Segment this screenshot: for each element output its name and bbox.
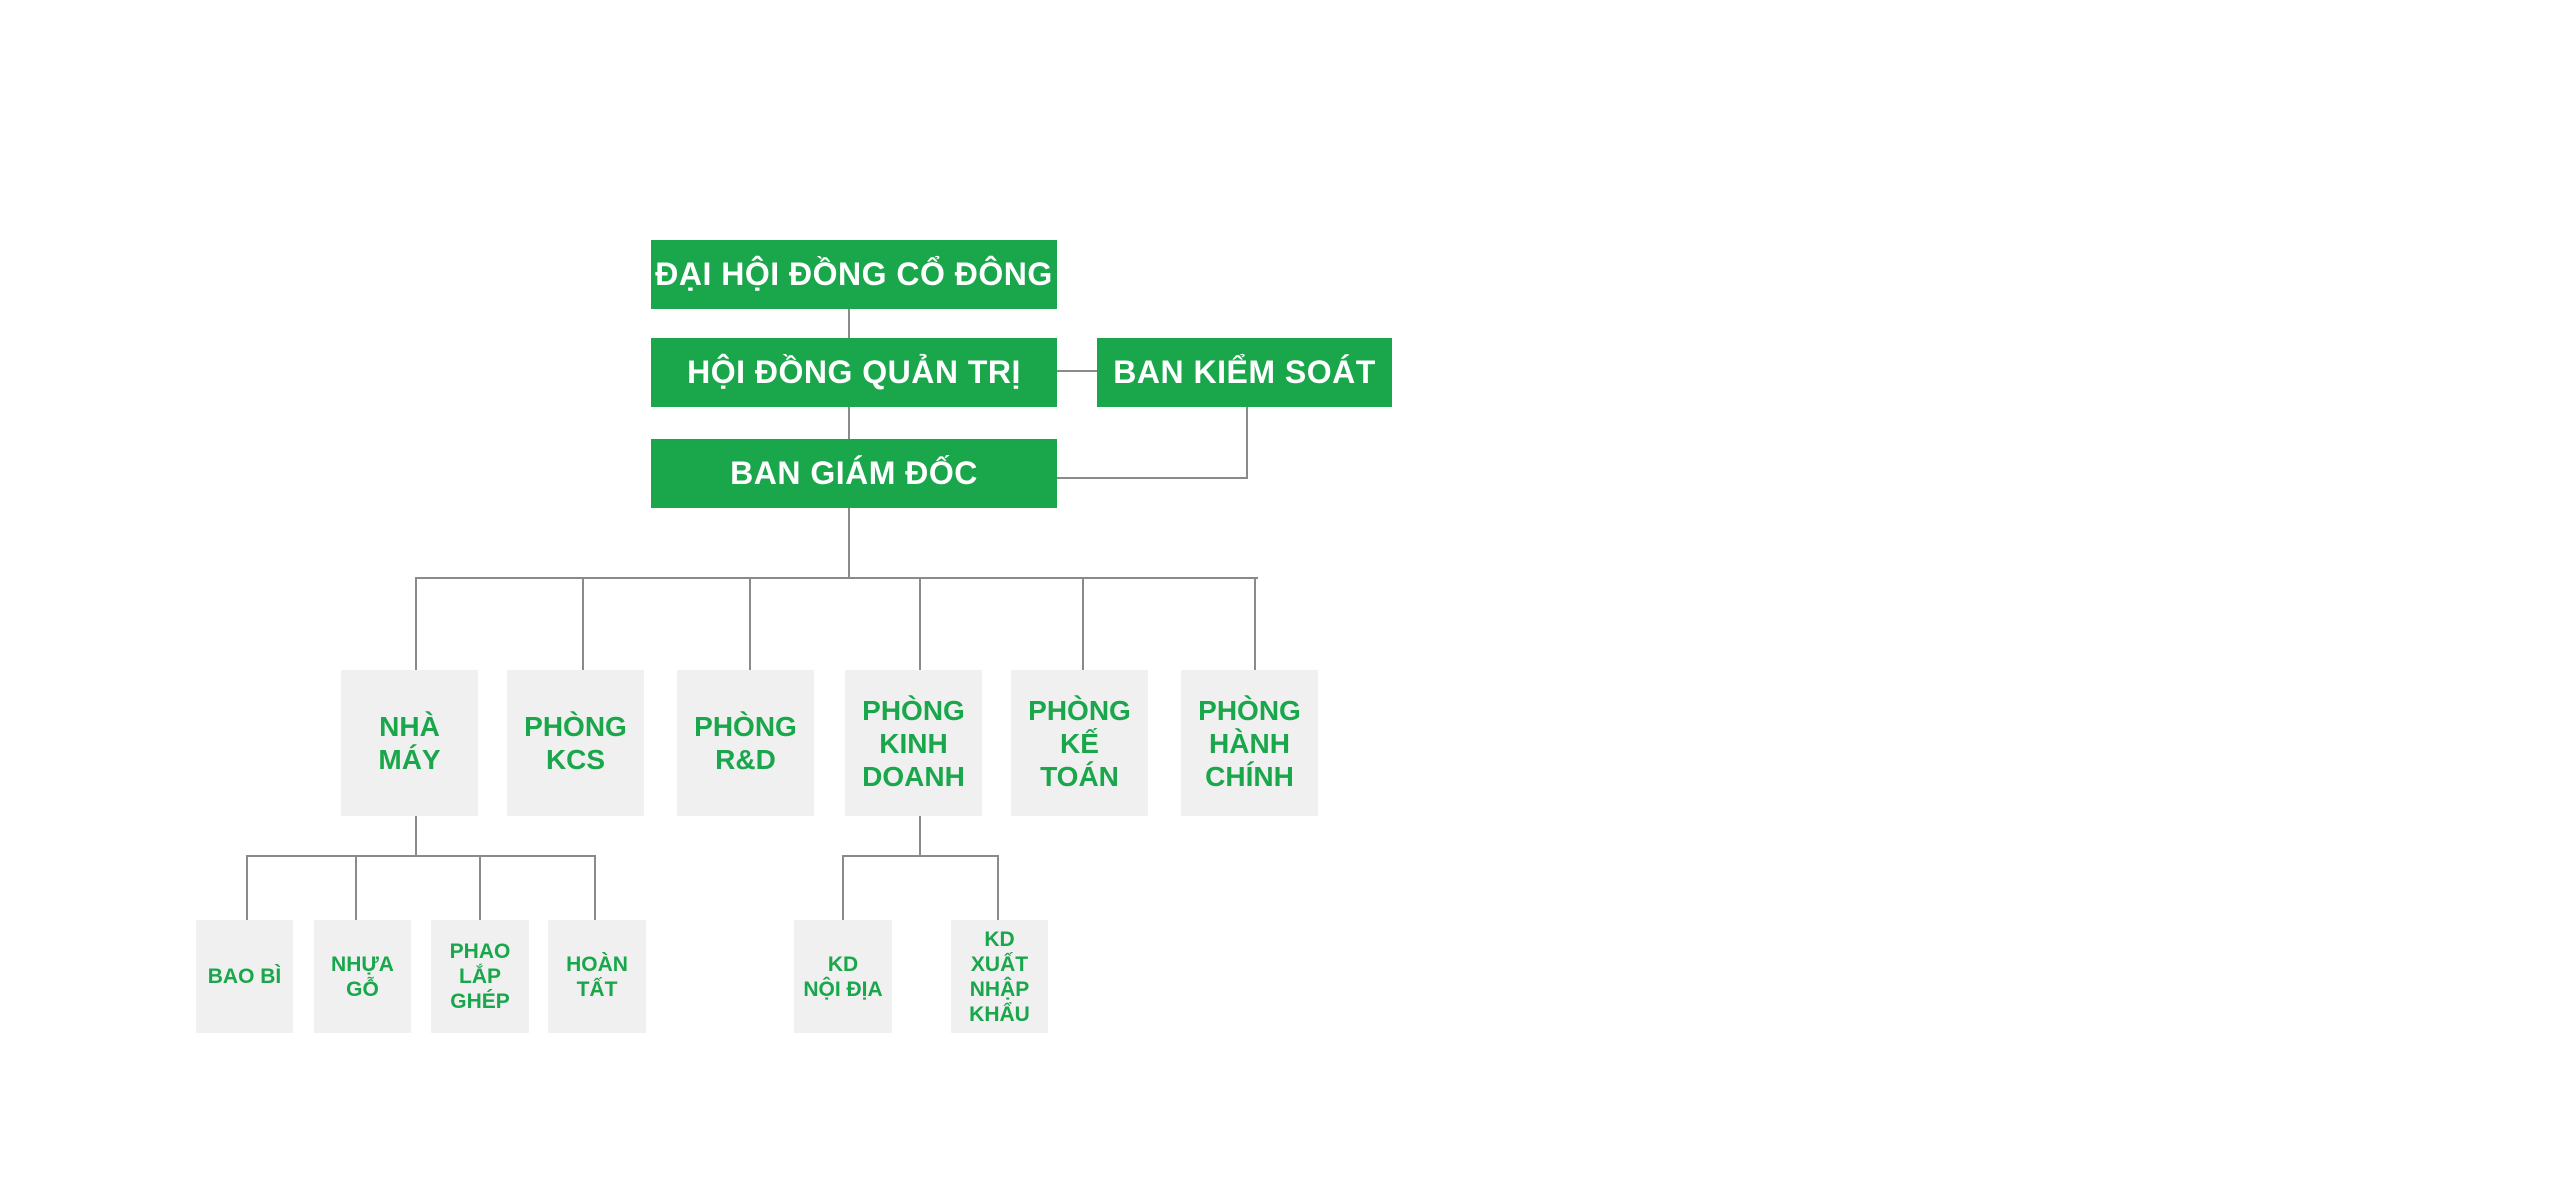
node-unit-packaging: BAO BÌ	[196, 920, 293, 1033]
node-dept-accounting: PHÒNG KẾ TOÁN	[1011, 670, 1148, 816]
node-unit-label: NHỰA GỖ	[331, 952, 394, 1001]
connector-shareholders-board	[848, 309, 850, 338]
connector-dept-6	[1254, 578, 1256, 670]
node-unit-label: KD NỘI ĐỊA	[803, 952, 883, 1001]
node-unit-label: KD XUẤT NHẬP KHẨU	[969, 927, 1030, 1026]
connector-board-management	[848, 407, 850, 439]
node-dept-label: PHÒNG KINH DOANH	[862, 694, 965, 792]
node-board-label: HỘI ĐỒNG QUẢN TRỊ	[687, 354, 1021, 390]
node-shareholders-label: ĐẠI HỘI ĐỒNG CỔ ĐÔNG	[655, 256, 1053, 292]
node-dept-label: NHÀ MÁY	[378, 711, 441, 775]
connector-factory-4	[594, 856, 596, 920]
connector-dept-5	[1082, 578, 1084, 670]
node-dept-factory: NHÀ MÁY	[341, 670, 478, 816]
connector-supervisory-management	[1057, 477, 1248, 479]
node-supervisory-label: BAN KIỂM SOÁT	[1113, 354, 1376, 390]
node-shareholders: ĐẠI HỘI ĐỒNG CỔ ĐÔNG	[651, 240, 1057, 309]
node-unit-label: PHAO LẮP GHÉP	[449, 940, 511, 1013]
node-unit-float-assembly: PHAO LẮP GHÉP	[431, 920, 529, 1033]
node-dept-label: PHÒNG KẾ TOÁN	[1028, 694, 1131, 792]
connector-dept-2	[582, 578, 584, 670]
node-dept-label: PHÒNG KCS	[524, 711, 627, 775]
connector-board-supervisory	[1057, 370, 1097, 372]
connector-sales-stem	[919, 816, 921, 856]
connector-dept-4	[919, 578, 921, 670]
node-dept-kcs: PHÒNG KCS	[507, 670, 644, 816]
node-unit-label: BAO BÌ	[207, 965, 282, 988]
connector-sales-2	[997, 856, 999, 920]
connector-dept-3	[749, 578, 751, 670]
connector-sales-1	[842, 856, 844, 920]
connector-management-stem	[848, 508, 850, 579]
node-dept-rnd: PHÒNG R&D	[677, 670, 814, 816]
node-unit-finishing: HOÀN TẤT	[548, 920, 646, 1033]
connector-factory-2	[355, 856, 357, 920]
connector-factory-3	[479, 856, 481, 920]
node-dept-admin: PHÒNG HÀNH CHÍNH	[1181, 670, 1318, 816]
node-unit-label: HOÀN TẤT	[566, 952, 628, 1001]
node-board: HỘI ĐỒNG QUẢN TRỊ	[651, 338, 1057, 407]
node-supervisory: BAN KIỂM SOÁT	[1097, 338, 1392, 407]
node-dept-sales: PHÒNG KINH DOANH	[845, 670, 982, 816]
connector-factory-1	[246, 856, 248, 920]
connector-factory-bus	[246, 855, 596, 857]
connector-factory-stem	[415, 816, 417, 856]
node-unit-wood-plastic: NHỰA GỖ	[314, 920, 411, 1033]
node-dept-label: PHÒNG R&D	[694, 711, 797, 775]
connector-sales-bus	[842, 855, 999, 857]
node-management: BAN GIÁM ĐỐC	[651, 439, 1057, 508]
node-unit-import-export-sales: KD XUẤT NHẬP KHẨU	[951, 920, 1048, 1033]
connector-departments-bus	[415, 577, 1258, 579]
node-dept-label: PHÒNG HÀNH CHÍNH	[1198, 694, 1301, 792]
connector-supervisory-down	[1246, 407, 1248, 479]
node-management-label: BAN GIÁM ĐỐC	[730, 455, 978, 491]
node-unit-domestic-sales: KD NỘI ĐỊA	[794, 920, 892, 1033]
connector-dept-1	[415, 578, 417, 670]
